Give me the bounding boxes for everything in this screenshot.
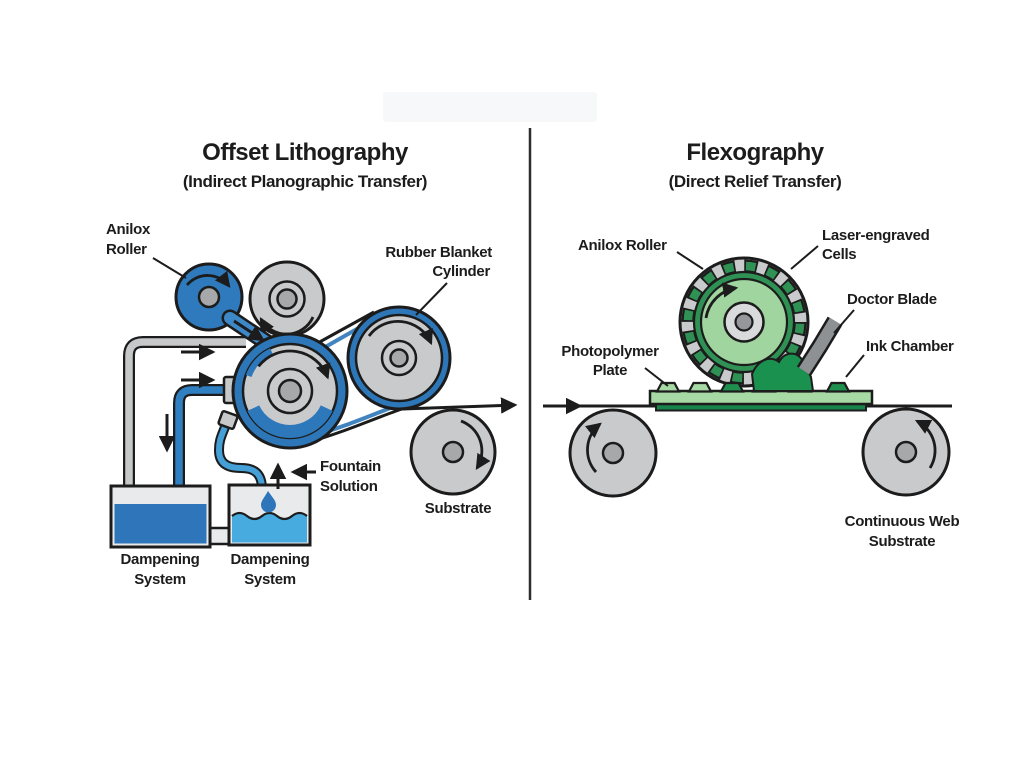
web-roller-right-rotation-arrow <box>914 419 937 469</box>
anilox-pointer-line <box>152 257 187 279</box>
dampening-film-bottom <box>247 405 333 439</box>
dampening-tank-left <box>109 484 212 549</box>
flexo-labels: Anilox Roller Laser-engraved Cells Docto… <box>561 227 959 550</box>
nip-tangent-top <box>315 310 375 346</box>
fountain-pipe-blue <box>213 419 267 490</box>
nozzle-flow-arrow <box>233 319 266 342</box>
substrate-rotation-arrow <box>460 419 491 470</box>
laser-cells-label-1: Laser-engraved <box>822 227 930 244</box>
web-roller-right <box>861 407 951 497</box>
ink-chamber-label: Ink Chamber <box>866 338 954 355</box>
substrate-label: Substrate <box>425 500 492 517</box>
dampening-right-label-1: Dampening <box>231 551 310 568</box>
web-roller-left <box>568 408 658 498</box>
doctor-blade-label: Doctor Blade <box>847 291 937 308</box>
flexo-panel: Flexography (Direct Relief Transfer) <box>543 139 960 550</box>
anilox-flexo-rotation-arrow <box>704 282 739 319</box>
offset-panel: Offset Lithography (Indirect Planographi… <box>106 139 518 588</box>
faint-band <box>383 92 597 122</box>
photopolymer-label-1: Photopolymer <box>561 343 659 360</box>
dampening-pipe-blue <box>173 384 232 510</box>
plate-cylinder-outlet <box>217 409 239 431</box>
photopolymer-pointer-line <box>644 367 669 387</box>
anilox-rotation-arrow <box>185 270 231 288</box>
plate-cylinder <box>231 332 349 450</box>
fountain-solution-label-1: Fountain <box>320 458 381 475</box>
water-pipe-gray <box>123 336 246 498</box>
tank-left-liquid <box>114 504 207 544</box>
plate-relief-bumps-clean <box>655 381 713 393</box>
tank-right-liquid <box>232 513 307 543</box>
web-roller-left-rotation-arrow <box>584 422 602 473</box>
rubber-blanket-pointer-line <box>415 282 448 316</box>
laser-cells-pointer-line <box>790 245 819 270</box>
dampening-film-top <box>245 348 273 377</box>
anilox-roller-flexo <box>678 256 810 388</box>
substrate-roller <box>409 408 497 496</box>
continuous-web-label-2: Substrate <box>869 533 936 550</box>
anilox-flexo-label: Anilox Roller <box>578 237 667 254</box>
offset-labels: Anilox Roller Rubber Blanket Cylinder Fo… <box>106 221 493 588</box>
rubber-blanket-cylinder <box>346 305 452 411</box>
rubber-blanket-label-2: Cylinder <box>432 263 490 280</box>
anilox-roller-label-1: Anilox <box>106 221 151 238</box>
blanket-rotation-arrow <box>367 319 433 346</box>
offset-subtitle: (Indirect Planographic Transfer) <box>183 172 427 191</box>
plate-cylinder-rotation-arrow <box>257 349 331 380</box>
photopolymer-label-2: Plate <box>593 362 627 379</box>
anilox-flexo-pointer-line <box>676 251 704 270</box>
dampening-left-label-1: Dampening <box>121 551 200 568</box>
rubber-blanket-label-1: Rubber Blanket <box>385 244 492 261</box>
dampening-left-label-2: System <box>134 571 186 588</box>
anilox-gear-teeth-outline <box>681 259 807 385</box>
fountain-solution-label-2: Solution <box>320 478 378 495</box>
continuous-web-label-1: Continuous Web <box>845 513 960 530</box>
doctor-blade-pointer-line <box>833 309 855 334</box>
dampening-tank-right <box>227 483 312 547</box>
form-roller <box>248 260 326 338</box>
dampening-right-label-2: System <box>244 571 296 588</box>
laser-cells-label-2: Cells <box>822 246 856 263</box>
offset-title: Offset Lithography <box>202 139 409 166</box>
anilox-roller-label-2: Roller <box>106 241 147 258</box>
ink-chamber-pointer-line <box>845 354 865 378</box>
plate-bar <box>648 389 874 406</box>
fountain-droplet <box>261 491 276 513</box>
flexo-subtitle: (Direct Relief Transfer) <box>669 172 842 191</box>
doctor-blade <box>796 316 843 376</box>
flexo-title: Flexography <box>686 139 824 166</box>
